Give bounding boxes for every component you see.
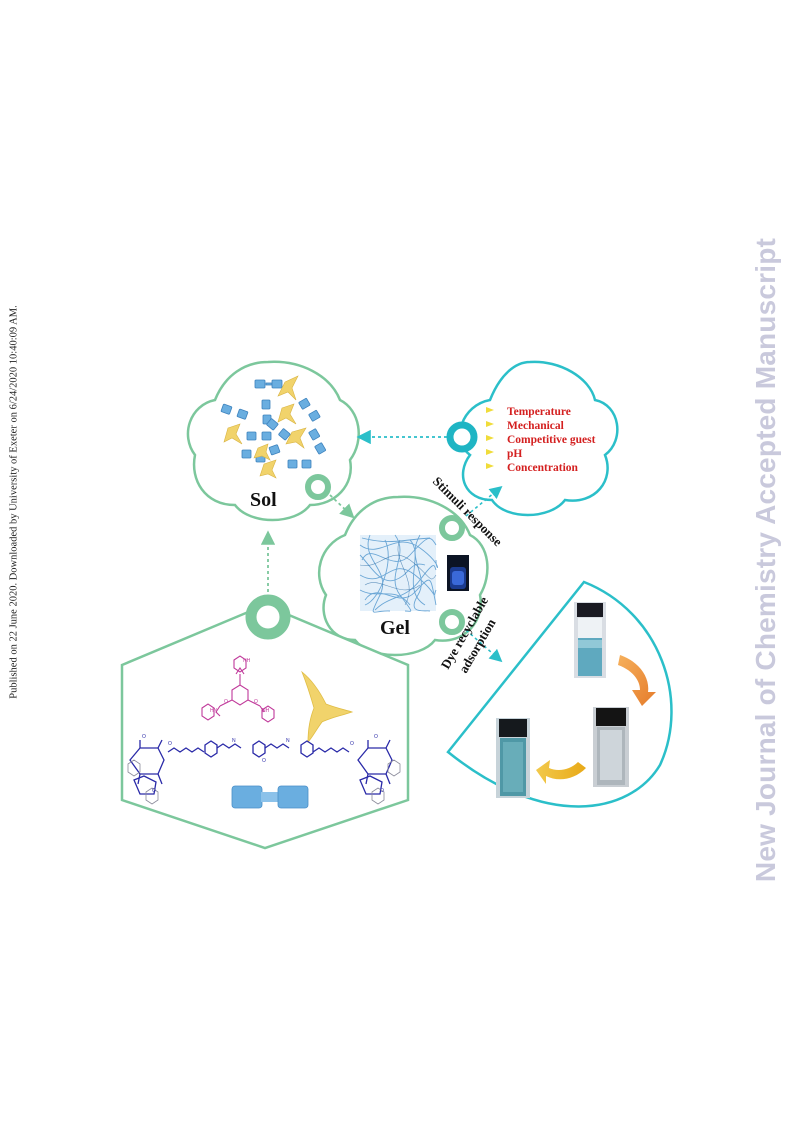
guest-molecule-atoms: NH O O HN NH bbox=[210, 658, 270, 714]
sol-label: Sol bbox=[250, 489, 277, 511]
gel-to-dye-arrow bbox=[465, 629, 503, 663]
stimulus-mechanical: Mechanical bbox=[507, 420, 564, 432]
sol-ring-icon bbox=[305, 474, 331, 500]
svg-text:NH: NH bbox=[262, 708, 270, 714]
svg-text:O: O bbox=[374, 734, 378, 740]
sol-to-gel-arrow bbox=[329, 494, 355, 519]
stimulus-concentration: Concentration bbox=[507, 462, 579, 474]
svg-text:O: O bbox=[350, 741, 354, 747]
stimulus-temperature: Temperature bbox=[507, 406, 571, 418]
gel-stimuli-ring-icon bbox=[439, 515, 465, 541]
svg-text:N: N bbox=[286, 738, 290, 744]
svg-text:O: O bbox=[168, 741, 172, 747]
svg-text:O: O bbox=[254, 699, 258, 705]
dye-vial-initial bbox=[574, 602, 606, 678]
stimuli-bullets bbox=[486, 407, 494, 469]
guest-molecule-structure bbox=[201, 655, 275, 723]
stimuli-ring-icon bbox=[446, 421, 478, 453]
svg-text:O: O bbox=[380, 788, 384, 794]
gel-to-stimuli-arrow bbox=[465, 485, 503, 517]
svg-text:N: N bbox=[232, 738, 236, 744]
svg-text:HN: HN bbox=[210, 708, 218, 714]
svg-text:NH: NH bbox=[243, 658, 251, 664]
svg-text:O: O bbox=[142, 734, 146, 740]
yellow-cycle-arrow-icon bbox=[536, 760, 586, 784]
host-molecule-structure bbox=[129, 739, 393, 795]
stimuli-cloud bbox=[458, 360, 619, 517]
host-molecule-gray-rings bbox=[127, 759, 401, 805]
gel-dye-ring-icon bbox=[439, 609, 465, 635]
dye-vial-adsorbed bbox=[593, 707, 629, 787]
gel-vial-image bbox=[447, 555, 469, 591]
svg-text:O: O bbox=[152, 788, 156, 794]
sol-molecules bbox=[220, 375, 326, 479]
host-molecule-atoms: O O N O N O O O O bbox=[142, 734, 384, 794]
svg-text:O: O bbox=[262, 758, 266, 764]
components-ring-icon bbox=[245, 594, 291, 640]
dumbbell-host-icon bbox=[231, 785, 309, 809]
gel-label: Gel bbox=[380, 617, 410, 639]
svg-text:O: O bbox=[224, 699, 228, 705]
stimulus-competitive-guest: Competitive guest bbox=[507, 434, 596, 446]
dye-vial-recycled bbox=[496, 718, 530, 798]
orange-cycle-arrow-icon bbox=[618, 655, 656, 706]
gel-network-image bbox=[359, 534, 438, 613]
tripod-guest-icon bbox=[301, 670, 354, 743]
stimulus-ph: pH bbox=[507, 448, 522, 460]
stimuli-list: Temperature Mechanical Competitive guest… bbox=[507, 406, 596, 474]
dye-adsorption-panel bbox=[446, 580, 673, 808]
